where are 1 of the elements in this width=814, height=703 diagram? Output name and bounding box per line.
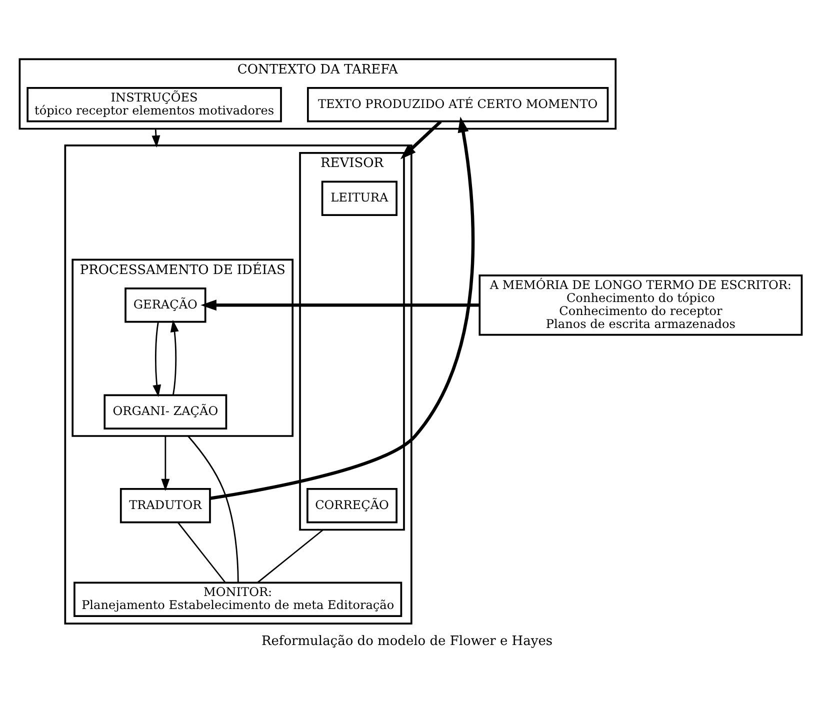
- caption: Reformulação do modelo de Flower e Hayes: [261, 634, 553, 649]
